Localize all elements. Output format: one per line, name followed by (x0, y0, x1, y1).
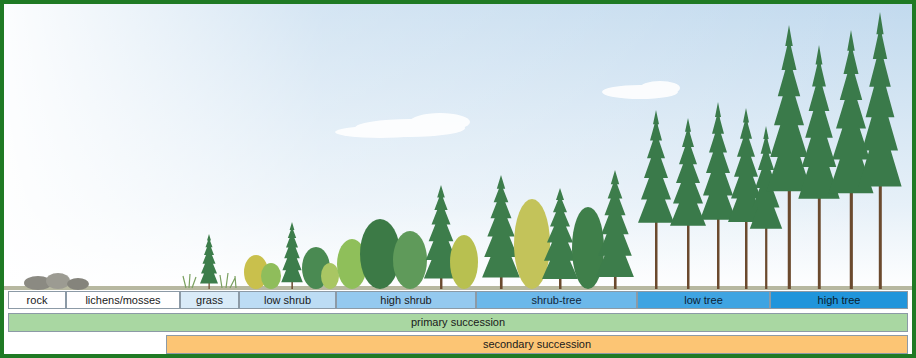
stage-cell: high tree (770, 291, 908, 309)
band-label: secondary succession (483, 338, 591, 350)
band-label: primary succession (411, 316, 505, 328)
stage-cell: low shrub (239, 291, 336, 309)
stage-label: rock (27, 294, 48, 306)
stage-label: shrub-tree (531, 294, 581, 306)
stage-cell: low tree (637, 291, 770, 309)
stage-label: low shrub (264, 294, 311, 306)
stage-label: high shrub (380, 294, 431, 306)
succession-band: primary succession (8, 313, 908, 332)
stage-label: low tree (684, 294, 723, 306)
stage-cell: high shrub (336, 291, 476, 309)
stage-label: grass (196, 294, 223, 306)
stage-label: lichens/mosses (85, 294, 160, 306)
stage-label: high tree (818, 294, 861, 306)
succession-band: secondary succession (166, 335, 908, 354)
stage-cell: shrub-tree (476, 291, 637, 309)
stage-cell: rock (8, 291, 66, 309)
stage-cell: grass (180, 291, 239, 309)
stage-cell: lichens/mosses (66, 291, 180, 309)
